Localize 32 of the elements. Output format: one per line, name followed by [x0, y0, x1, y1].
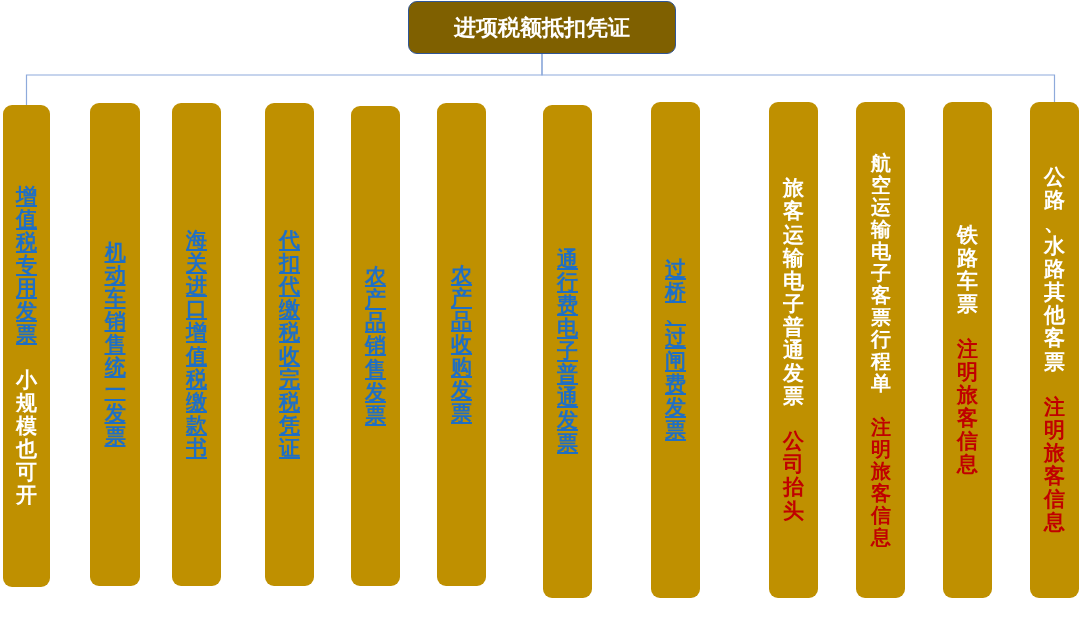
category-column: [651, 102, 700, 598]
category-column: [943, 102, 992, 598]
category-column: [265, 103, 314, 586]
link-text: 农产品销售发票: [365, 265, 386, 427]
category-column: [351, 106, 400, 586]
note-text: 小规模也可开: [16, 368, 37, 508]
heading-text: 进项税额抵扣凭证: [454, 13, 630, 42]
link-text: 海关进口增值税缴款书: [186, 229, 207, 460]
column-text: 旅客运输电子普通发票: [783, 177, 804, 409]
link-text: 通行费电子普通发票: [557, 247, 578, 456]
category-column: [172, 103, 221, 586]
link-text: 增值税专用发票: [16, 184, 37, 347]
category-column: [90, 103, 140, 586]
category-column: [769, 102, 818, 598]
category-column: [437, 103, 486, 586]
note-text: 注明旅客信息: [870, 416, 891, 548]
column-text: 公路、水路其他客票: [1044, 165, 1065, 374]
note-text: 注明旅客信息: [957, 337, 978, 477]
link-text: 机动车销售统一发票: [104, 240, 126, 449]
category-column: [1030, 102, 1079, 598]
note-text: 注明旅客信息: [1044, 395, 1065, 535]
link-text: 代扣代缴税收完税凭证: [279, 229, 300, 460]
connector-line: [541, 53, 1056, 103]
category-column: [3, 105, 50, 587]
root-box: [408, 1, 676, 54]
category-column: [543, 105, 592, 598]
column-text: 铁路车票: [957, 223, 978, 316]
note-text: 公司抬头: [783, 430, 804, 523]
link-text: 农产品收购发票: [451, 263, 472, 426]
link-text: 过桥、过闸费发票: [665, 257, 686, 443]
column-text: 航空运输电子客票行程单: [870, 152, 891, 394]
category-column: [856, 102, 905, 598]
